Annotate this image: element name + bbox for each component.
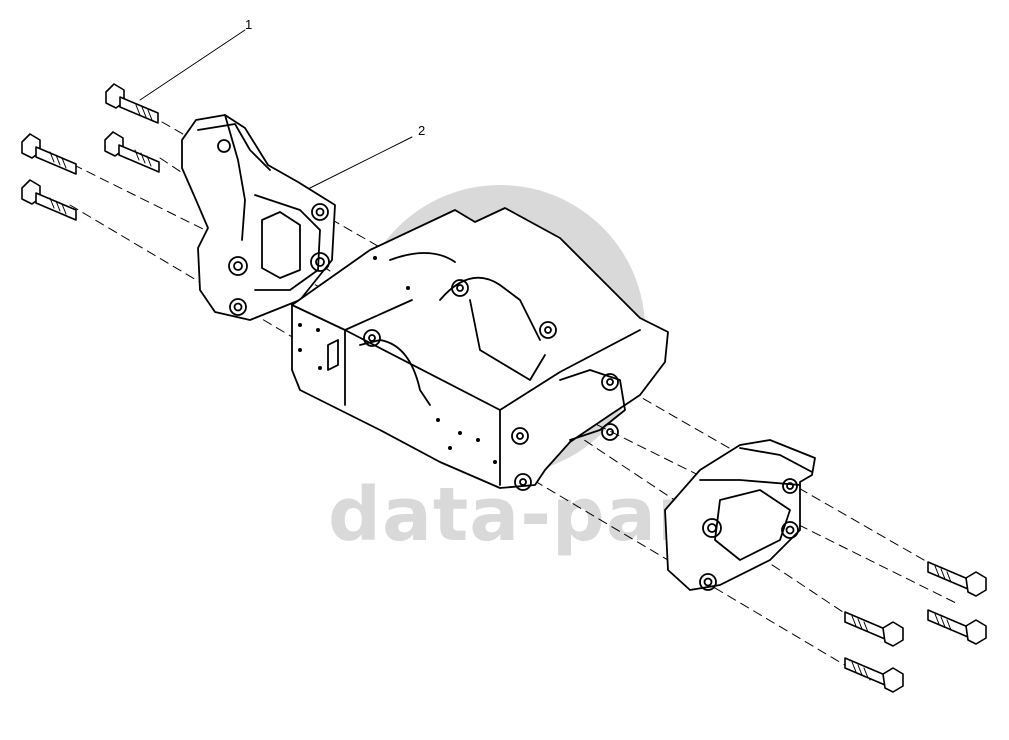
bolt-left-4	[21, 179, 77, 221]
bolt-right-3	[844, 611, 904, 647]
leader-line-1	[139, 29, 246, 101]
bolt-left-3	[21, 133, 77, 175]
left-bracket	[181, 114, 336, 321]
bolt-left-1	[105, 83, 159, 124]
bolt-right-4	[844, 657, 904, 693]
right-bracket	[664, 439, 816, 591]
callout-2: 2	[418, 123, 426, 138]
bolt-right-2	[927, 609, 987, 645]
leader-line-2	[309, 136, 413, 189]
callout-1: 1	[245, 17, 253, 32]
bolt-left-2	[104, 131, 160, 173]
bolt-right-1	[927, 561, 987, 597]
main-housing	[291, 207, 669, 491]
